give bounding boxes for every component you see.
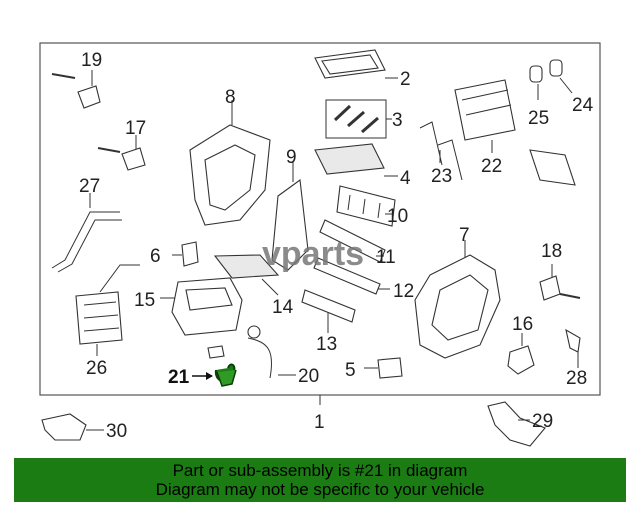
callout-24: 24 bbox=[572, 95, 594, 116]
part-26-heater-core bbox=[75, 264, 140, 356]
callout-13: 13 bbox=[316, 334, 337, 355]
callout-1: 1 bbox=[314, 412, 325, 433]
part-27-pipe bbox=[51, 193, 122, 273]
part-18-actuator bbox=[539, 264, 581, 301]
part-22-evaporator bbox=[454, 79, 516, 153]
callout-5: 5 bbox=[345, 360, 356, 381]
callout-2: 2 bbox=[400, 69, 411, 90]
callout-22: 22 bbox=[481, 156, 502, 177]
banner-line-1: Part or sub-assembly is #21 in diagram bbox=[172, 461, 468, 480]
callout-10: 10 bbox=[387, 206, 408, 227]
callout-8: 8 bbox=[225, 87, 236, 108]
part-14-tray bbox=[213, 254, 280, 296]
callout-11: 11 bbox=[376, 247, 396, 268]
part-15-lower-case bbox=[160, 277, 243, 336]
part-28-bracket bbox=[565, 328, 581, 368]
part-21-drain-hose-highlighted bbox=[192, 363, 237, 387]
callout-17: 17 bbox=[125, 118, 146, 139]
callout-29: 29 bbox=[532, 411, 553, 432]
callout-18: 18 bbox=[541, 241, 562, 262]
banner-line-2: Diagram may not be specific to your vehi… bbox=[155, 480, 485, 499]
callout-15: 15 bbox=[134, 290, 155, 311]
callout-14: 14 bbox=[272, 297, 294, 318]
part-5-seal bbox=[364, 357, 403, 379]
part-12-door bbox=[313, 257, 390, 295]
callout-12: 12 bbox=[393, 281, 414, 302]
part-17-actuator bbox=[97, 135, 146, 171]
part-23-seal bbox=[419, 121, 463, 181]
callout-28: 28 bbox=[566, 368, 587, 389]
part-clip bbox=[207, 345, 225, 359]
part-16-actuator bbox=[507, 333, 535, 375]
callout-3: 3 bbox=[392, 110, 403, 131]
info-banner: Part or sub-assembly is #21 in diagram D… bbox=[14, 458, 626, 502]
callout-20: 20 bbox=[298, 366, 319, 387]
callout-26: 26 bbox=[86, 358, 107, 379]
part-8-upper-case bbox=[189, 100, 271, 226]
part-4-filter bbox=[314, 143, 398, 177]
callout-25: 25 bbox=[528, 108, 549, 129]
part-29-duct bbox=[487, 401, 546, 447]
callout-23: 23 bbox=[431, 166, 452, 187]
callout-19: 19 bbox=[81, 50, 102, 71]
callout-27: 27 bbox=[79, 176, 100, 197]
part-30-duct bbox=[41, 413, 104, 441]
callout-4: 4 bbox=[400, 168, 411, 189]
part-20-hose bbox=[247, 325, 296, 379]
part-11-door bbox=[319, 219, 386, 263]
part-9-housing bbox=[271, 162, 309, 271]
watermark: vparts bbox=[262, 235, 364, 273]
part-cover-plate bbox=[529, 149, 576, 186]
callout-21: 21 bbox=[168, 367, 190, 388]
part-6-seal bbox=[172, 241, 199, 267]
part-2-filter-cover bbox=[314, 49, 398, 79]
callout-6: 6 bbox=[150, 246, 161, 267]
part-10-door bbox=[336, 185, 396, 227]
callout-30: 30 bbox=[106, 421, 127, 442]
parts-diagram: 1 2 3 4 10 11 12 bbox=[39, 42, 601, 447]
part-19-actuator bbox=[51, 70, 101, 109]
callout-9: 9 bbox=[286, 147, 297, 168]
part-7-case bbox=[414, 240, 501, 359]
part-3-clips bbox=[325, 99, 392, 139]
part-13-door bbox=[301, 289, 356, 333]
callout-7: 7 bbox=[459, 225, 470, 246]
part-25-grommet bbox=[529, 65, 543, 100]
callout-16: 16 bbox=[512, 314, 533, 335]
part-24-grommet bbox=[549, 59, 573, 94]
